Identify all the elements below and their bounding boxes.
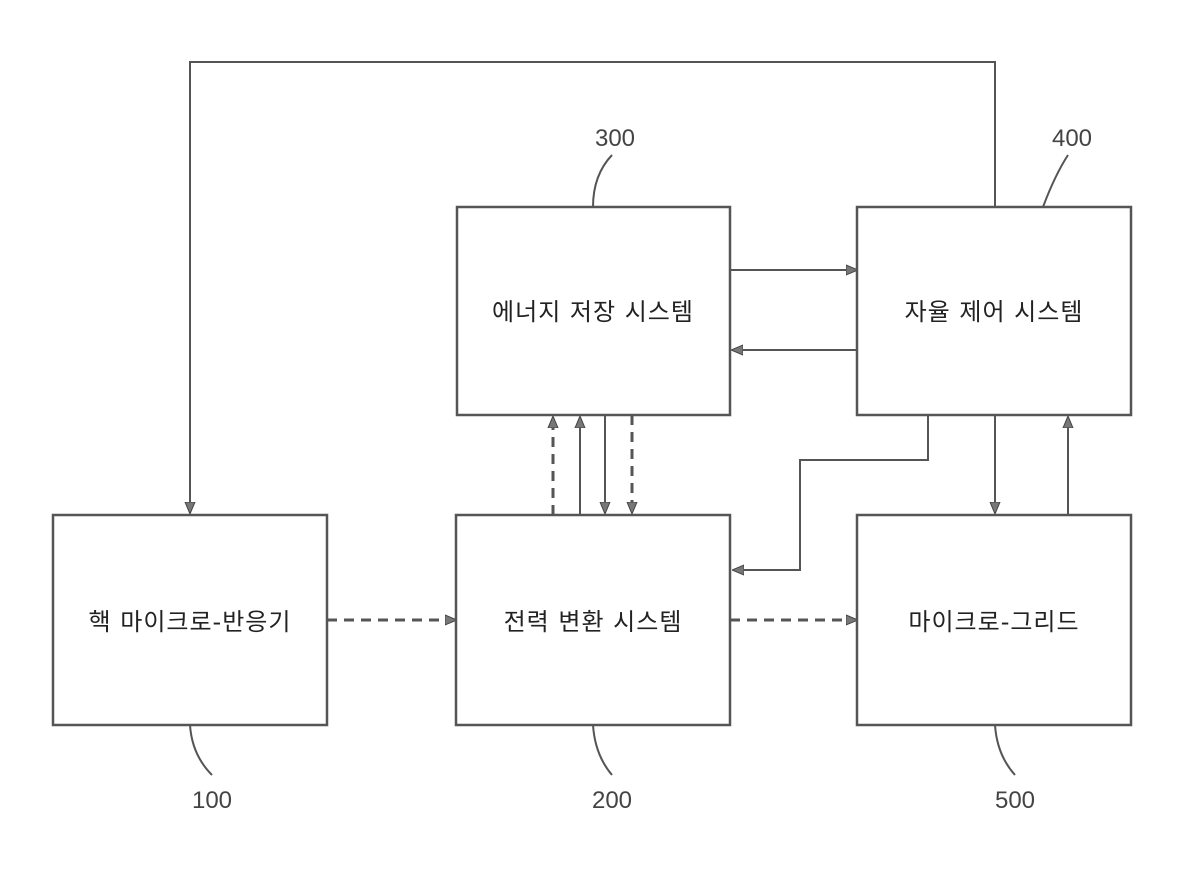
ref-500: 500 (995, 787, 1035, 814)
node-control: 자율 제어 시스템 (857, 207, 1131, 415)
ref-400: 400 (1052, 125, 1092, 152)
ref-400-leader (1043, 155, 1068, 207)
node-reactor-label: 핵 마이크로-반응기 (89, 608, 292, 636)
node-storage-label: 에너지 저장 시스템 (492, 298, 694, 326)
node-conversion: 전력 변환 시스템 (456, 515, 730, 725)
ref-200: 200 (592, 787, 632, 814)
node-reactor: 핵 마이크로-반응기 (53, 515, 327, 725)
ref-300: 300 (595, 125, 635, 152)
node-grid: 마이크로-그리드 (857, 515, 1131, 725)
ref-200-leader (593, 725, 612, 775)
ref-500-leader (995, 725, 1015, 775)
ref-300-leader (593, 155, 612, 207)
ref-100: 100 (192, 787, 232, 814)
node-storage: 에너지 저장 시스템 (457, 207, 730, 415)
ref-100-leader (190, 725, 212, 775)
node-grid-label: 마이크로-그리드 (908, 608, 1079, 636)
node-conversion-label: 전력 변환 시스템 (504, 608, 683, 636)
node-control-label: 자율 제어 시스템 (905, 298, 1084, 326)
